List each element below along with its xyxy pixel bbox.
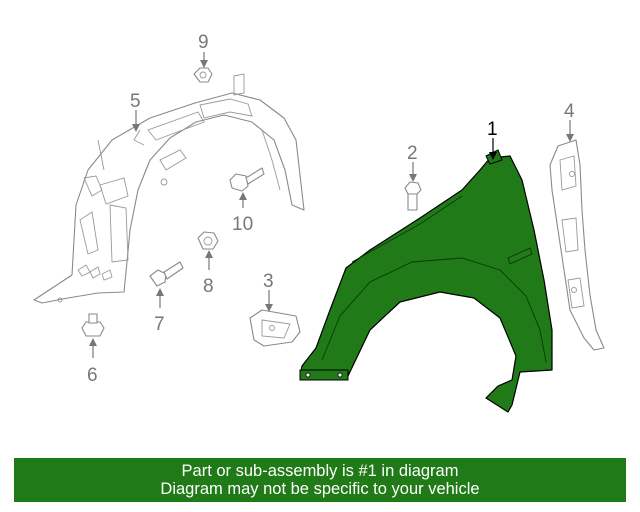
screw-part-7[interactable] [149, 261, 184, 287]
bolt-part-2[interactable] [404, 181, 422, 211]
selection-info-banner: Part or sub-assembly is #1 in diagram Di… [14, 458, 626, 502]
clip-part-8[interactable] [197, 231, 219, 250]
bolt-part-10[interactable] [229, 167, 265, 192]
callout-4[interactable]: 4 [564, 101, 575, 122]
callout-8[interactable]: 8 [203, 276, 214, 297]
fender-bracket-part-4[interactable] [549, 139, 605, 351]
callout-10[interactable]: 10 [232, 214, 253, 235]
retainer-part-6[interactable] [81, 313, 105, 337]
callout-6[interactable]: 6 [87, 365, 98, 386]
callout-3[interactable]: 3 [263, 271, 274, 292]
callout-2[interactable]: 2 [407, 143, 418, 164]
callout-9[interactable]: 9 [198, 32, 209, 53]
fender-liner-part-5[interactable] [33, 73, 305, 304]
fender-part-1[interactable] [299, 149, 553, 413]
bracket-part-3[interactable] [249, 309, 301, 347]
nut-part-9[interactable] [193, 67, 213, 83]
callout-5[interactable]: 5 [130, 91, 141, 112]
callout-labels: 1 2 3 4 5 6 7 8 9 10 [87, 32, 575, 386]
banner-line-part-number: Part or sub-assembly is #1 in diagram [181, 462, 459, 480]
callout-1[interactable]: 1 [487, 119, 498, 140]
leader-lines [89, 52, 574, 358]
callout-7[interactable]: 7 [154, 314, 165, 335]
exploded-parts-diagram: 1 2 3 4 5 6 7 8 9 10 [33, 32, 605, 413]
banner-line-disclaimer: Diagram may not be specific to your vehi… [160, 480, 480, 498]
